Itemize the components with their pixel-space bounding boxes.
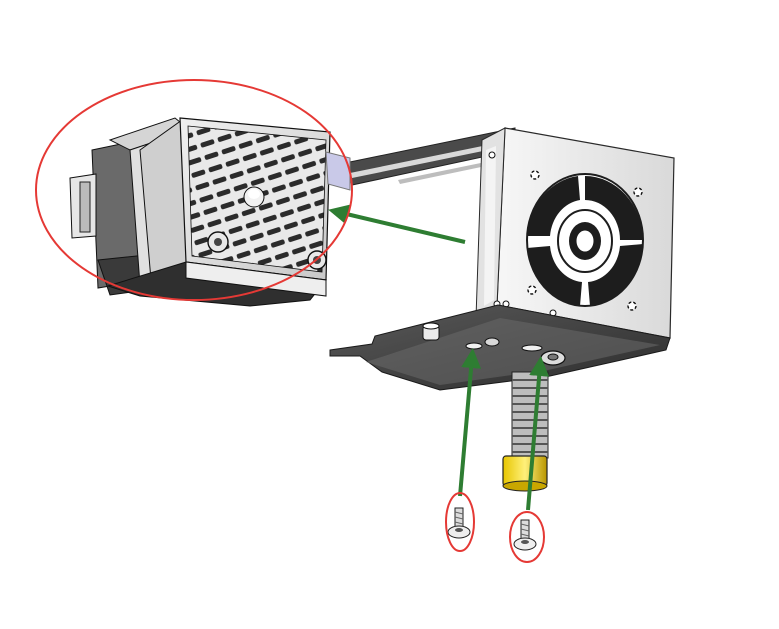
heatsink-icon — [179, 117, 331, 281]
arrows — [328, 204, 550, 511]
heatsink-detail — [69, 117, 351, 307]
arrow-screw-left — [458, 348, 482, 497]
screw-right — [513, 519, 537, 551]
callout-heatsink — [35, 79, 353, 301]
callouts — [35, 79, 545, 563]
fan-icon — [526, 170, 644, 311]
callout-screw-left — [445, 492, 475, 552]
detail-screw-left — [207, 231, 229, 253]
bracket-assembly — [329, 127, 675, 391]
arrow-screw-right — [526, 356, 550, 511]
hotend-icon — [502, 371, 549, 492]
arrow-to-detail — [328, 204, 466, 244]
screw-left — [447, 507, 471, 539]
callout-screw-right — [509, 511, 545, 563]
screw-icon — [447, 507, 537, 551]
